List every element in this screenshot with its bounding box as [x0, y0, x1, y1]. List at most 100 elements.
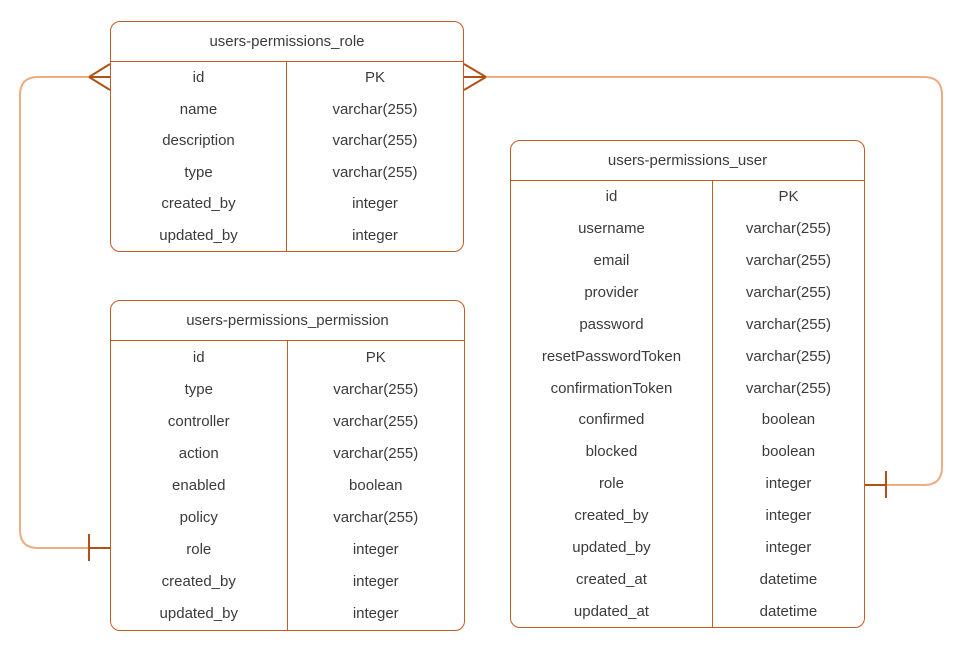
crow-foot-many-icon-role-right: [463, 63, 487, 91]
field-type: varchar(255): [332, 100, 418, 118]
field-type: integer: [352, 573, 399, 591]
table-row: resetPasswordToken varchar(255): [511, 340, 864, 373]
field-type: varchar(255): [745, 284, 831, 301]
entity-table-user: users-permissions_user id PK username va…: [510, 140, 865, 628]
field-type: varchar(255): [745, 252, 831, 270]
table-rows-role: id PK name varchar(255) description varc…: [111, 62, 463, 251]
table-row: role integer: [111, 533, 464, 566]
field-name: provider: [511, 276, 713, 309]
table-row: created_by integer: [111, 565, 464, 598]
field-name: action: [111, 437, 288, 470]
field-type: varchar(255): [745, 347, 831, 365]
field-type: integer: [352, 195, 398, 213]
one-tick-icon-user: [865, 471, 887, 498]
field-type: PK: [364, 69, 385, 87]
table-row: id PK: [111, 341, 464, 374]
table-row: enabled boolean: [111, 469, 464, 502]
field-name: id: [111, 341, 288, 374]
field-type: varchar(255): [745, 315, 831, 333]
field-type: boolean: [761, 411, 816, 429]
field-name: id: [511, 181, 713, 213]
field-type: varchar(255): [333, 509, 419, 527]
field-name: type: [111, 373, 288, 406]
field-name: created_by: [111, 188, 287, 220]
table-row: controller varchar(255): [111, 405, 464, 438]
field-name: updated_by: [111, 597, 288, 630]
field-name: created_by: [111, 565, 288, 598]
table-row: confirmationToken varchar(255): [511, 372, 864, 405]
table-row: updated_by integer: [511, 531, 864, 564]
field-type: PK: [778, 188, 799, 206]
field-name: email: [511, 244, 713, 277]
field-type: datetime: [759, 602, 818, 620]
table-rows-permission: id PK type varchar(255) controller varch…: [111, 341, 464, 630]
field-name: blocked: [511, 435, 713, 468]
table-row: confirmed boolean: [511, 404, 864, 436]
field-type: varchar(255): [745, 220, 831, 238]
field-name: policy: [111, 501, 288, 534]
field-name: role: [511, 467, 713, 500]
table-row: action varchar(255): [111, 437, 464, 470]
field-name: role: [111, 533, 288, 566]
field-type: integer: [352, 541, 399, 559]
field-type: integer: [352, 605, 399, 623]
one-tick-icon-permission: [88, 534, 110, 561]
table-row: id PK: [511, 181, 864, 213]
field-type: datetime: [759, 570, 818, 588]
field-name: resetPasswordToken: [511, 340, 713, 373]
field-name: confirmed: [511, 404, 713, 436]
table-row: username varchar(255): [511, 212, 864, 245]
field-name: controller: [111, 405, 288, 438]
table-row: created_at datetime: [511, 563, 864, 596]
field-type: varchar(255): [333, 412, 419, 430]
table-row: provider varchar(255): [511, 276, 864, 309]
field-type: integer: [765, 475, 812, 493]
field-type: integer: [352, 226, 398, 244]
table-row: password varchar(255): [511, 308, 864, 341]
field-name: updated_by: [511, 531, 713, 564]
table-row: name varchar(255): [111, 93, 463, 125]
crow-foot-many-icon-role-left: [88, 63, 111, 91]
table-row: created_by integer: [511, 499, 864, 532]
table-row: created_by integer: [111, 188, 463, 220]
field-name: username: [511, 212, 713, 245]
table-title-user: users-permissions_user: [511, 141, 864, 181]
table-title-permission: users-permissions_permission: [111, 301, 464, 341]
table-row: role integer: [511, 467, 864, 500]
field-type: varchar(255): [333, 444, 419, 462]
field-name: id: [111, 62, 287, 94]
field-name: updated_by: [111, 219, 287, 251]
field-name: created_by: [511, 499, 713, 532]
field-type: varchar(255): [745, 379, 831, 397]
field-type: varchar(255): [332, 163, 418, 181]
field-name: name: [111, 93, 287, 125]
field-name: created_at: [511, 563, 713, 596]
field-name: updated_at: [511, 595, 713, 627]
table-row: updated_at datetime: [511, 595, 864, 627]
table-row: description varchar(255): [111, 125, 463, 157]
table-row: blocked boolean: [511, 435, 864, 468]
field-type: PK: [365, 348, 386, 366]
field-name: enabled: [111, 469, 288, 502]
table-title-role: users-permissions_role: [111, 22, 463, 62]
table-row: id PK: [111, 62, 463, 94]
table-row: type varchar(255): [111, 156, 463, 188]
entity-table-role: users-permissions_role id PK name varcha…: [110, 21, 464, 252]
table-row: email varchar(255): [511, 244, 864, 277]
table-row: updated_by integer: [111, 597, 464, 630]
field-type: varchar(255): [333, 380, 419, 398]
field-name: confirmationToken: [511, 372, 713, 405]
table-row: updated_by integer: [111, 219, 463, 251]
table-row: type varchar(255): [111, 373, 464, 406]
connector-role-permission: [19, 63, 111, 561]
field-type: integer: [765, 507, 812, 525]
field-type: boolean: [349, 476, 403, 494]
field-type: boolean: [761, 443, 816, 461]
field-name: type: [111, 156, 287, 188]
field-name: password: [511, 308, 713, 341]
table-row: policy varchar(255): [111, 501, 464, 534]
field-type: varchar(255): [332, 132, 418, 150]
field-name: description: [111, 125, 287, 157]
entity-table-permission: users-permissions_permission id PK type …: [110, 300, 465, 631]
